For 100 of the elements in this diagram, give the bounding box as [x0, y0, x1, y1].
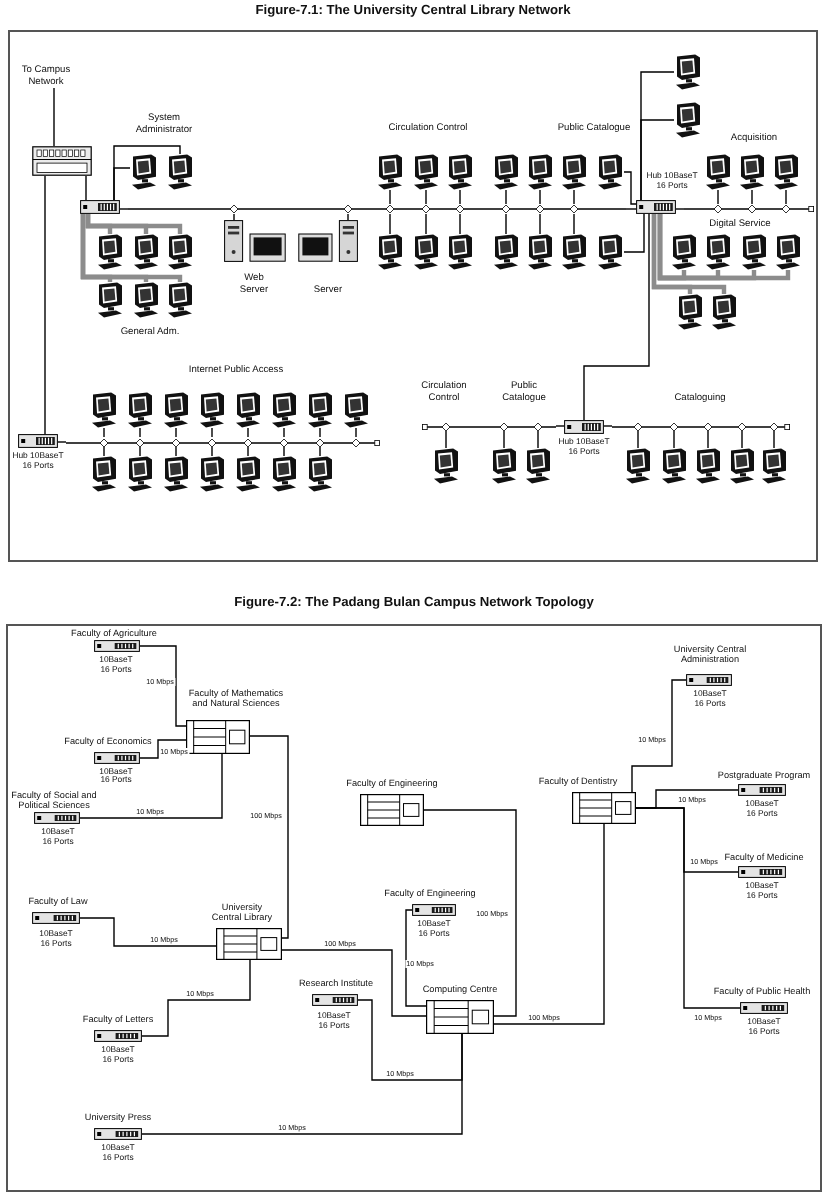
cable-line — [623, 213, 645, 253]
computer-icon — [738, 154, 766, 190]
cable-line — [79, 753, 223, 819]
computer-icon — [446, 234, 474, 270]
computer-icon — [166, 282, 194, 318]
cable-line — [425, 189, 427, 205]
cable-line — [505, 213, 507, 235]
cable-line — [625, 208, 637, 210]
bus-line — [684, 204, 814, 214]
computer-icon — [432, 448, 460, 484]
computer-icon — [596, 154, 624, 190]
bus-line — [66, 437, 380, 447]
cable-line — [103, 446, 105, 457]
computer-icon — [96, 282, 124, 318]
hub-icon — [94, 752, 140, 764]
cable-line — [389, 189, 391, 205]
cable-line — [675, 208, 685, 210]
cable-line — [139, 427, 141, 438]
cable-line — [211, 427, 213, 438]
cable-line — [357, 999, 463, 1081]
cable-line — [53, 87, 55, 147]
cable-line — [505, 189, 507, 205]
cable-line — [707, 430, 709, 449]
hub-icon — [740, 1002, 788, 1014]
hub-icon — [94, 1128, 142, 1140]
computer-icon — [490, 448, 518, 484]
cable-line — [141, 1033, 463, 1135]
cable-line — [85, 175, 87, 201]
cable-line — [657, 214, 791, 281]
hub-icon — [32, 912, 80, 924]
cable-line — [85, 214, 183, 234]
cable-line — [635, 807, 741, 1009]
computer-icon — [90, 392, 118, 428]
router-icon — [572, 792, 636, 824]
computer-icon — [342, 392, 370, 428]
cable-line — [539, 213, 541, 235]
router-icon — [216, 928, 282, 960]
router-icon — [426, 1000, 494, 1034]
computer-icon — [162, 456, 190, 492]
server-icon — [298, 220, 358, 262]
computer-icon — [492, 234, 520, 270]
hub-icon — [34, 812, 80, 824]
hub-icon — [738, 784, 786, 796]
computer-icon — [596, 234, 624, 270]
computer-icon — [704, 154, 732, 190]
cable-line — [347, 213, 349, 221]
computer-icon — [760, 448, 788, 484]
computer-icon — [526, 154, 554, 190]
hub-icon — [312, 994, 358, 1006]
cable-line — [493, 823, 605, 1025]
cable-line — [773, 430, 775, 449]
cable-line — [623, 171, 637, 205]
hub-icon — [686, 674, 732, 686]
cable-line — [247, 446, 249, 457]
cable-line — [539, 189, 541, 205]
computer-icon — [126, 392, 154, 428]
cable-line — [389, 213, 391, 235]
computer-icon — [96, 234, 124, 270]
cable-line — [741, 430, 743, 449]
computer-icon — [524, 448, 552, 484]
computer-icon — [660, 448, 688, 484]
computer-icon — [740, 234, 768, 270]
cable-line — [247, 427, 249, 438]
router-icon — [186, 720, 250, 754]
cable-line — [355, 427, 357, 438]
cable-line — [319, 446, 321, 457]
computer-icon — [376, 154, 404, 190]
hub-icon — [412, 904, 456, 916]
cable-line — [113, 145, 181, 201]
cable-line — [423, 809, 517, 1017]
computer-icon — [560, 154, 588, 190]
cable-line — [445, 430, 447, 449]
cable-line — [537, 430, 539, 449]
cable-line — [57, 441, 67, 443]
computer-icon — [306, 456, 334, 492]
cable-line — [673, 430, 675, 449]
bus-line — [128, 204, 626, 214]
cable-line — [139, 446, 141, 457]
computer-icon — [728, 448, 756, 484]
cable-line — [44, 175, 46, 435]
computer-icon — [670, 234, 698, 270]
computer-icon — [270, 392, 298, 428]
computer-icon — [412, 154, 440, 190]
computer-icon — [376, 234, 404, 270]
computer-icon — [198, 456, 226, 492]
computer-icon — [446, 154, 474, 190]
cable-line — [141, 959, 251, 1037]
cable-line — [603, 425, 613, 427]
cable-line — [319, 427, 321, 438]
cable-line — [283, 427, 285, 438]
computer-icon — [710, 294, 738, 330]
computer-icon — [306, 392, 334, 428]
cable-line — [283, 446, 285, 457]
cable-line — [459, 189, 461, 205]
cable-line — [80, 214, 183, 282]
cable-line — [139, 645, 187, 727]
computer-icon — [704, 234, 732, 270]
cable-line — [405, 909, 427, 1007]
cable-line — [640, 119, 675, 201]
cable-line — [103, 427, 105, 438]
